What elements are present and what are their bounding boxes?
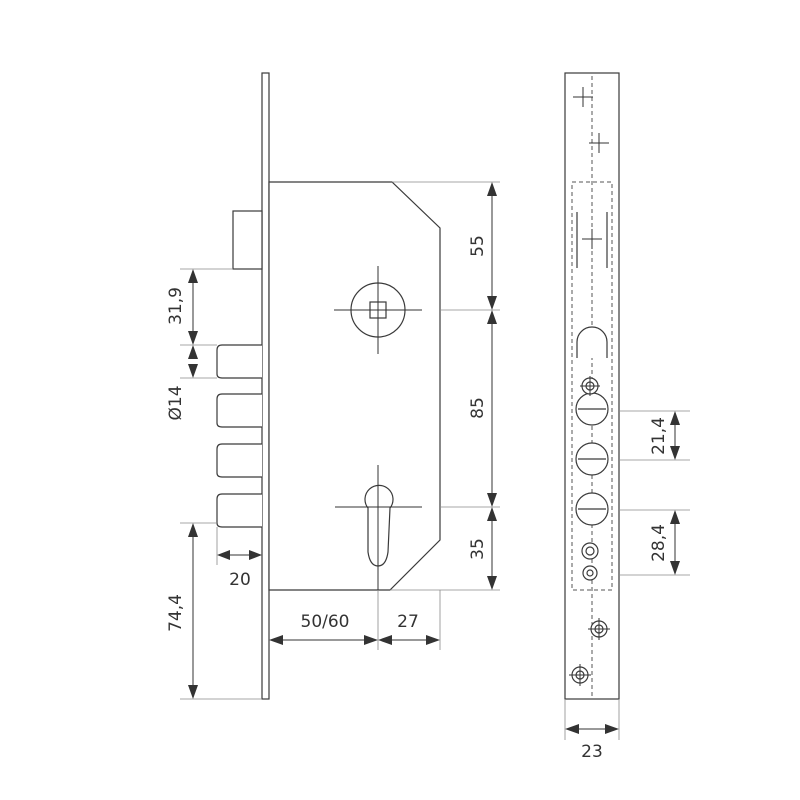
dim-85: 85 (468, 397, 488, 419)
latch (232, 210, 263, 270)
dim-28-4: 28,4 (649, 524, 669, 562)
dim-23: 23 (581, 742, 603, 762)
latch-front (576, 326, 608, 358)
screw-heads (569, 376, 610, 686)
bolt-1 (216, 344, 262, 379)
dim-dia-14: Ø14 (166, 385, 186, 420)
bolt-4 (216, 493, 262, 528)
bolt-3 (216, 443, 262, 478)
side-view: 55 85 35 31,9 Ø14 74,4 (166, 72, 500, 700)
dim-27: 27 (397, 612, 419, 632)
dim-55: 55 (468, 235, 488, 257)
forend-plate (261, 72, 270, 700)
dim-20: 20 (229, 570, 251, 590)
bolt-heads (575, 392, 609, 526)
dim-50-60: 50/60 (301, 612, 350, 632)
follower-hub (334, 266, 422, 354)
cross-marks (573, 87, 609, 249)
front-view: 21,4 28,4 23 (564, 72, 690, 762)
bolt-2 (216, 393, 262, 428)
dim-35: 35 (468, 538, 488, 560)
dim-21-4: 21,4 (649, 417, 669, 455)
dim-74-4: 74,4 (166, 594, 186, 632)
dim-31-9: 31,9 (166, 287, 186, 325)
cylinder-cutout (335, 465, 422, 590)
bolt-group (216, 344, 262, 528)
lock-case (268, 181, 441, 591)
